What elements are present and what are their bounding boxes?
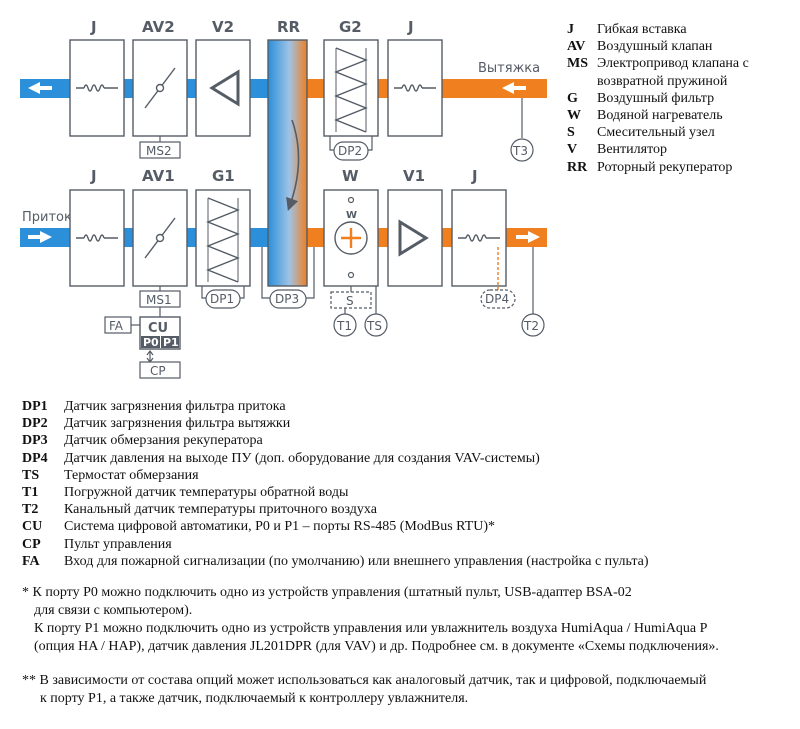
- fire-alarm-input-fa: FA: [104, 316, 132, 334]
- label-j-top-left: J: [90, 18, 97, 36]
- flow-supply-label: Приток: [22, 210, 72, 225]
- svg-text:T3: T3: [512, 144, 528, 158]
- label-g1: G1: [212, 167, 235, 185]
- air-filter-g1: [195, 189, 251, 287]
- exhaust-out-arrow-icon: [28, 82, 52, 94]
- actuator-ms2: MS2: [139, 141, 181, 159]
- label-rr: RR: [277, 18, 301, 36]
- svg-text:T1: T1: [336, 319, 352, 333]
- svg-text:S: S: [346, 294, 354, 308]
- sensor-t1: T1: [333, 313, 357, 337]
- sensor-t3: T3: [510, 138, 534, 162]
- sensor-dp2: DP2: [333, 141, 369, 161]
- flow-exhaust-label: Вытяжка: [478, 61, 540, 76]
- control-panel-cp: CP: [139, 361, 181, 379]
- air-damper-av2: [132, 39, 188, 142]
- flexible-insert-top-left: [69, 39, 125, 137]
- label-j-top-right: J: [407, 18, 414, 36]
- water-heater-w: W: [323, 189, 379, 287]
- ms2-text: MS2: [146, 144, 172, 158]
- actuator-ms1: MS1: [139, 290, 181, 308]
- svg-text:FA: FA: [109, 319, 124, 333]
- rotary-recuperator-rr: [267, 39, 308, 287]
- ventilation-schematic: Вытяжка J AV2 V2 RR G2 J MS2 DP2: [20, 18, 547, 379]
- svg-text:DP1: DP1: [210, 292, 234, 306]
- ms1-text: MS1: [146, 293, 172, 307]
- svg-text:DP4: DP4: [485, 292, 509, 306]
- svg-text:T2: T2: [523, 319, 539, 333]
- label-v1: V1: [403, 167, 425, 185]
- note-1-line-3: К порту P1 можно подключить одно из устр…: [34, 621, 708, 636]
- note-1-line-1: * К порту P0 можно подключить одно из ус…: [22, 585, 632, 600]
- label-j-bottom-left: J: [90, 167, 97, 185]
- svg-text:P0: P0: [143, 336, 159, 349]
- svg-text:CP: CP: [150, 364, 166, 378]
- mixing-unit-s: S: [330, 291, 372, 309]
- flexible-insert-top-right: [387, 39, 443, 137]
- sensor-dp3: DP3: [269, 289, 307, 309]
- supply-out-arrow-icon: [516, 231, 540, 243]
- sensor-dp1: DP1: [205, 289, 241, 309]
- control-unit-cu: CU P0 P1: [139, 316, 181, 350]
- svg-text:CU: CU: [148, 321, 168, 336]
- note-2-line-1: ** В зависимости от состава опций может …: [22, 673, 707, 688]
- label-g2: G2: [339, 18, 362, 36]
- note-1-line-2: для связи с компьютером).: [34, 603, 193, 618]
- label-v2: V2: [212, 18, 234, 36]
- frost-thermostat-ts: TS: [364, 313, 388, 337]
- air-damper-av1: [132, 189, 188, 291]
- sensor-t2: T2: [521, 313, 545, 337]
- label-w: W: [342, 167, 359, 185]
- svg-text:TS: TS: [366, 319, 382, 333]
- footnotes: * К порту P0 можно подключить одно из ус…: [22, 584, 792, 708]
- sensor-dp4: DP4: [480, 289, 516, 309]
- air-filter-g2: [323, 39, 379, 137]
- note-1-line-4: (опция HA / HAP), датчик давления JL201D…: [34, 639, 719, 654]
- flexible-insert-bottom-left: [69, 189, 125, 287]
- label-av2: AV2: [142, 18, 175, 36]
- svg-text:W: W: [346, 210, 357, 221]
- flexible-insert-bottom-right: [451, 189, 507, 287]
- svg-text:DP3: DP3: [275, 292, 299, 306]
- svg-text:P1: P1: [163, 336, 179, 349]
- note-2-line-2: к порту P1, а также датчик, подключаемый…: [40, 691, 469, 706]
- svg-text:DP2: DP2: [338, 144, 362, 158]
- fan-v2: [195, 39, 251, 137]
- exhaust-in-arrow-icon: [502, 82, 526, 94]
- fan-v1: [387, 189, 443, 287]
- label-av1: AV1: [142, 167, 175, 185]
- supply-in-arrow-icon: [28, 231, 52, 243]
- label-j-bottom-right: J: [471, 167, 478, 185]
